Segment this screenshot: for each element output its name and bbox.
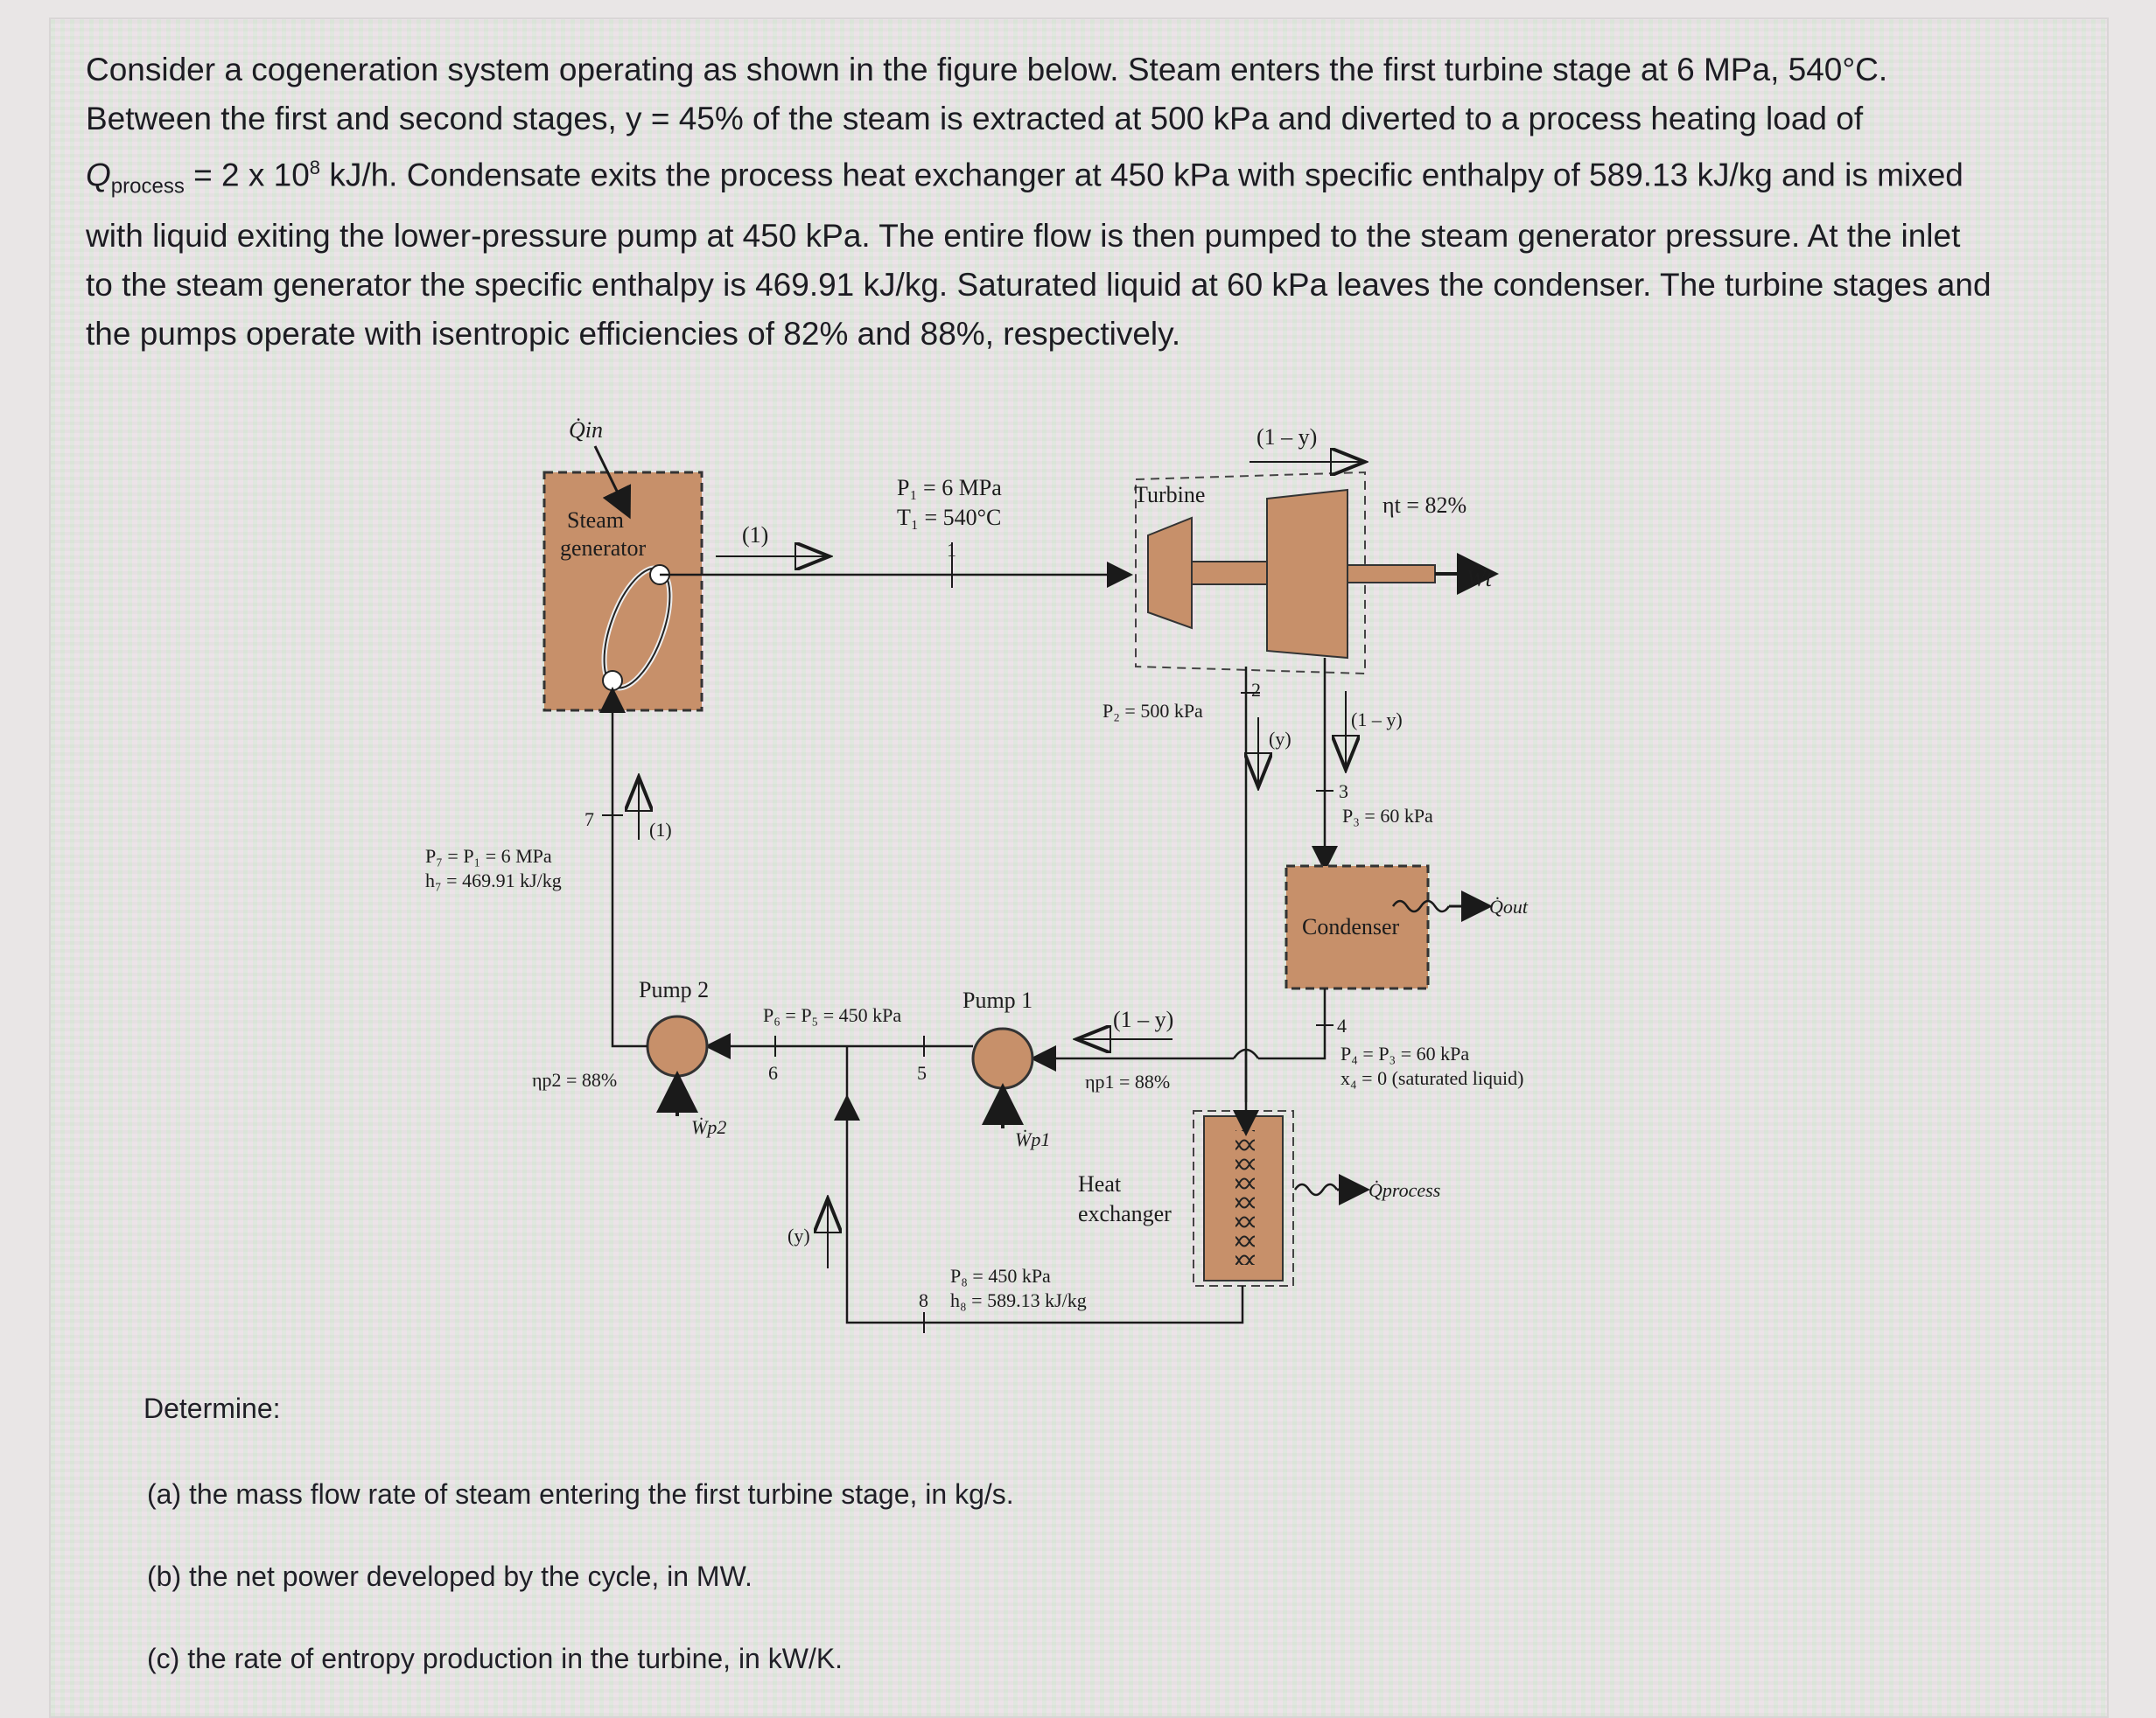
turbine (1135, 471, 1436, 675)
work-turbine-label: Ẇt (1466, 566, 1493, 591)
problem-statement: Consider a cogeneration system operating… (86, 45, 2046, 359)
flow-1-minus-y-bottom-label: (1 – y) (1113, 1007, 1173, 1032)
h7-label: h₇ = 469.91 kJ/kg (425, 869, 562, 891)
q-process-wave (1293, 1183, 1339, 1197)
q-out-label: Q̇out (1489, 896, 1529, 918)
condenser-label: Condenser (1302, 914, 1400, 939)
state-6-label: 6 (768, 1062, 778, 1084)
h8-label: h₈ = 589.13 kJ/kg (950, 1289, 1087, 1311)
pipe-state-8 (834, 1094, 1244, 1324)
heat-exchanger-coil (1236, 1130, 1255, 1265)
q-in-arrow (593, 445, 632, 520)
q-process-eq: = 2 x 10 (184, 157, 310, 193)
x4-label: x₄ = 0 (saturated liquid) (1340, 1067, 1523, 1089)
pipe-state-4 (1258, 988, 1326, 1060)
flow-1-left-label: (1) (649, 819, 672, 841)
p6-label: P₆ = P₅ = 450 kPa (763, 1004, 901, 1026)
p3-label: P₃ = 60 kPa (1342, 805, 1433, 827)
question-b: (b) the net power developed by the cycle… (147, 1561, 752, 1592)
hx-label-1: Heat (1078, 1171, 1122, 1197)
pump-2-label: Pump 2 (639, 977, 709, 1002)
turbine-label: Turbine (1134, 482, 1205, 507)
eta-pump-2-label: ηp2 = 88% (532, 1069, 617, 1091)
determine-label: Determine: (144, 1393, 281, 1424)
work-pump-1-label: Ẇp1 (1015, 1128, 1050, 1150)
p8-label: P₈ = 450 kPa (950, 1265, 1051, 1287)
pipe-state-7 (599, 687, 648, 1048)
flow-y-bottom-label: (y) (788, 1225, 810, 1247)
problem-line-2-post: 45% of the steam is extracted at 500 kPa… (678, 101, 1864, 136)
problem-line-4: with liquid exiting the lower-pressure p… (86, 217, 1961, 254)
pump-1 (971, 1027, 1034, 1090)
work-pump-2-label: Ẇp2 (691, 1116, 726, 1138)
p1-label: P₁ = 6 MPa (897, 475, 1002, 500)
flow-1-label: (1) (742, 522, 768, 548)
q-out-wave (1391, 899, 1451, 913)
p2-label: P₂ = 500 kPa (1102, 700, 1203, 722)
pump-2 (646, 1015, 709, 1078)
problem-line-2-pre: Between the first and second stages, y = (86, 101, 679, 136)
pump-1-label: Pump 1 (962, 988, 1032, 1013)
p7-label: P₇ = P₁ = 6 MPa (425, 845, 552, 867)
problem-line-1: Consider a cogeneration system operating… (86, 52, 1888, 87)
problem-line-3-rest: kJ/h. Condensate exits the process heat … (320, 157, 1964, 193)
question-c: (c) the rate of entropy production in th… (147, 1643, 844, 1674)
q-in-label: Q̇in (569, 417, 603, 443)
q-process-symbol: Q (86, 157, 111, 193)
state-8-label: 8 (919, 1289, 928, 1311)
q-process-exponent: 8 (309, 157, 321, 178)
condenser (1284, 864, 1430, 990)
state-4-label: 4 (1337, 1015, 1347, 1037)
state-1-label: 1 (947, 539, 956, 561)
t1-label: T₁ = 540°C (897, 505, 1001, 530)
state-2-label: 2 (1251, 679, 1261, 701)
problem-line-3: Qprocess = 2 x 108 kJ/h. Condensate exit… (86, 143, 2046, 212)
steam-generator-label-1: Steam (567, 507, 624, 533)
problem-line-5: to the steam generator the specific enth… (86, 266, 1992, 303)
p4-label: P₄ = P₃ = 60 kPa (1340, 1043, 1469, 1065)
problem-line-2: Between the first and second stages, y =… (86, 94, 2046, 143)
state-5-label: 5 (917, 1062, 927, 1084)
steam-generator-label-2: generator (560, 535, 647, 561)
problem-card (49, 17, 2109, 1718)
question-a: (a) the mass flow rate of steam entering… (147, 1478, 1014, 1510)
flow-y-label: (y) (1269, 728, 1292, 750)
state-3-label: 3 (1339, 780, 1348, 802)
state-7-label: 7 (584, 808, 594, 830)
problem-line-6: the pumps operate with isentropic effici… (86, 315, 1181, 352)
q-process-subscript: process (110, 174, 185, 199)
hx-label-2: exchanger (1078, 1201, 1172, 1226)
flow-1-minus-y-mid-label: (1 – y) (1351, 709, 1403, 730)
eta-pump-1-label: ηp1 = 88% (1085, 1071, 1170, 1093)
flow-1-minus-y-top-label: (1 – y) (1256, 424, 1317, 450)
eta-turbine-label: ηt = 82% (1382, 492, 1466, 518)
q-process-label: Q̇process (1368, 1179, 1440, 1201)
